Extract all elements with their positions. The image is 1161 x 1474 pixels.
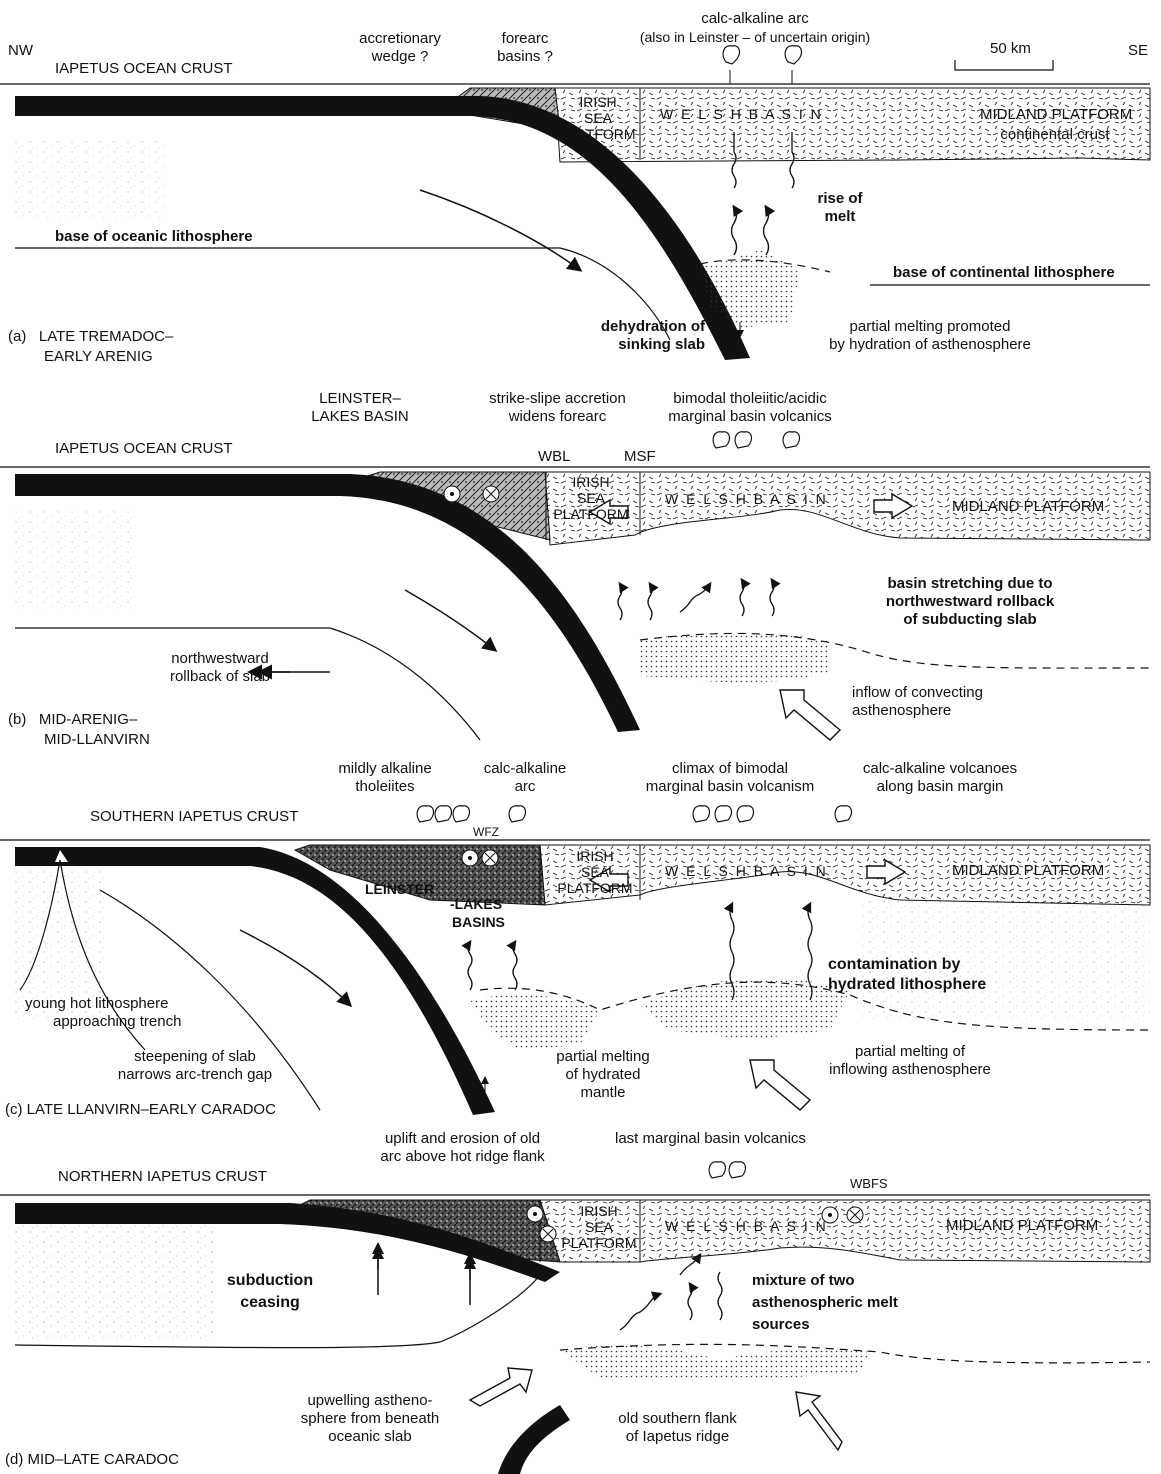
- ocean-crust-label-b: IAPETUS OCEAN CRUST: [55, 440, 233, 458]
- melt-zone-c2: [640, 978, 850, 1040]
- midland-platform-b: MIDLAND PLATFORM: [952, 498, 1104, 516]
- msf-label: MSF: [624, 448, 656, 466]
- ocean-crust-label-a: IAPETUS OCEAN CRUST: [55, 60, 233, 78]
- midland-platform-c: MIDLAND PLATFORM: [952, 862, 1104, 880]
- basins-label: BASINS: [452, 913, 505, 931]
- welsh-basin-a: W E L S H B A S I N: [660, 105, 823, 123]
- wbl-label: WBL: [538, 448, 571, 466]
- welsh-basin-b: W E L S H B A S I N: [665, 490, 828, 508]
- old-ridge-flank: [498, 1405, 570, 1474]
- northern-crust-label: NORTHERN IAPETUS CRUST: [58, 1168, 267, 1186]
- melt-zone-d: [560, 1345, 870, 1380]
- leinster-label: LEINSTER: [365, 880, 434, 898]
- calc-alkaline-arc-label: calc-alkaline arc(also in Leinster – of …: [600, 10, 910, 46]
- upwelling-arrow-left: [470, 1368, 532, 1406]
- nw-label: NW: [8, 42, 33, 60]
- melt-zone-c1: [470, 995, 600, 1050]
- caption-d: (d) MID–LATE CARADOC: [5, 1450, 179, 1470]
- se-label: SE: [1128, 42, 1148, 60]
- base-oceanic-label: base of oceanic lithosphere: [55, 228, 253, 246]
- caption-a: (a) LATE TREMADOC–EARLY ARENIG: [8, 327, 173, 367]
- melt-zone-b: [640, 633, 830, 683]
- panel-a-drawing: [0, 46, 1150, 360]
- southern-crust-label: SOUTHERN IAPETUS CRUST: [90, 808, 298, 826]
- wbfs-label: WBFS: [850, 1175, 888, 1193]
- lakes-label: -LAKES: [450, 895, 502, 913]
- welsh-basin-c: W E L S H B A S I N: [665, 862, 828, 880]
- base-continental-label: base of continental lithosphere: [893, 264, 1115, 282]
- leinster-lakes-basin-label: LEINSTER–LAKES BASIN: [300, 390, 420, 426]
- caption-c: (c) LATE LLANVIRN–EARLY CARADOC: [5, 1100, 276, 1120]
- last-volcanics-label: last marginal basin volcanics: [615, 1130, 806, 1148]
- volcano-icon: [723, 46, 801, 64]
- scale-bar-label: 50 km: [990, 40, 1031, 58]
- wfz-label: WFZ: [473, 823, 499, 841]
- inflow-arrow-b: [780, 690, 840, 740]
- midland-platform-d: MIDLAND PLATFORM: [946, 1217, 1098, 1235]
- caption-b: (b) MID-ARENIG–MID-LLANVIRN: [8, 710, 150, 750]
- scale-bar: [955, 60, 1053, 70]
- welsh-basin-d: W E L S H B A S I N: [665, 1217, 828, 1235]
- upwelling-arrow-right: [796, 1392, 842, 1450]
